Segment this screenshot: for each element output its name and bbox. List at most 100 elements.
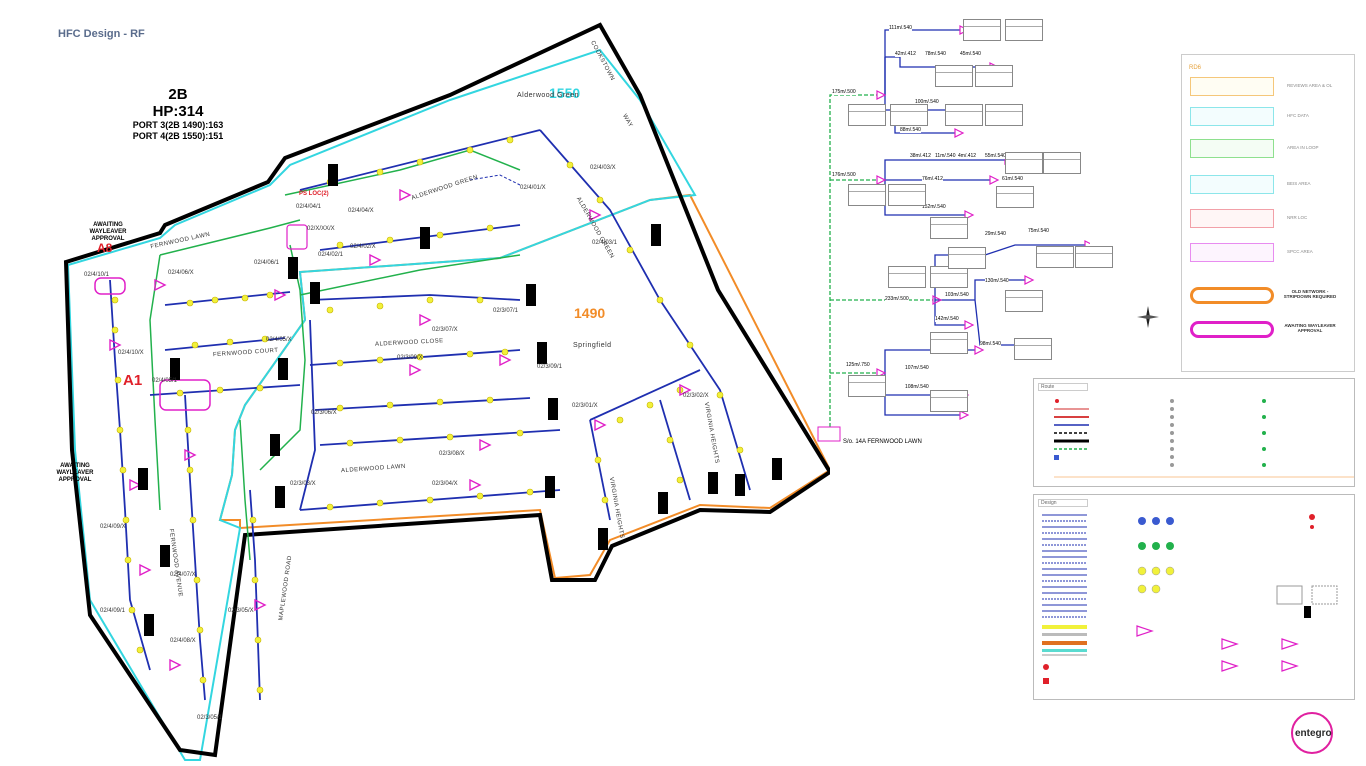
design-legend-symbols — [1042, 514, 1338, 684]
rd-label: AREA IN LOOP — [1287, 145, 1319, 150]
node-label[interactable]: 02/3/07/1 — [493, 308, 519, 314]
site-boundary — [63, 22, 830, 758]
rd-swatch-red — [1190, 209, 1274, 228]
node-label[interactable]: 02/3/08/X — [439, 451, 465, 457]
rd-legend-panel: RD6 REVIEWS AREA & OL HFC DATA AREA IN L… — [1181, 54, 1355, 372]
span-label: 55m/.540 — [985, 153, 1006, 159]
headend-address: S/o. 14A FERNWOOD LAWN — [843, 439, 922, 445]
ps-pill — [286, 224, 308, 250]
node-label[interactable]: 02/4/08/X — [170, 638, 196, 644]
node-label[interactable]: 02/3/03/X — [290, 481, 316, 487]
homes-passed-summary: 2B HP:314 PORT 3(2B 1490):163 PORT 4(2B … — [108, 86, 248, 142]
span-label: 111m/.540 — [889, 25, 912, 31]
node-label[interactable]: 02/4/04/X — [348, 208, 374, 214]
entegro-logo: entegro — [1291, 712, 1333, 754]
route-legend-title: Route — [1038, 383, 1088, 391]
node-label[interactable]: 02/4/06/1 — [254, 260, 280, 266]
span-label: 29m/.540 — [985, 231, 1006, 237]
node-table — [963, 19, 1001, 41]
area-a1: A1 — [123, 372, 143, 389]
node-table — [935, 65, 973, 87]
rd-label: BEIS AREA — [1287, 181, 1311, 186]
node-label[interactable]: 02/4/02/X — [350, 244, 376, 250]
span-label: 125m/.750 — [846, 362, 870, 368]
span-label: 75m/.540 — [1028, 228, 1049, 234]
schematic-branches — [884, 29, 1085, 416]
await-top-line3: APPROVAL — [91, 236, 125, 242]
node-label[interactable]: 02/4/06/X — [168, 270, 194, 276]
compass-icon — [1137, 306, 1159, 328]
node-label[interactable]: 02/3/06/X — [311, 410, 337, 416]
rd-label: HFC DATA — [1287, 113, 1309, 118]
homes-passed: HP:314 — [152, 103, 204, 120]
node-table — [996, 186, 1034, 208]
rd-swatch-orange — [1190, 77, 1274, 96]
span-label: 107m/.540 — [905, 365, 929, 371]
await-left-line3: APPROVAL — [58, 477, 92, 483]
rd-swatch-magenta — [1190, 243, 1274, 262]
node-label[interactable]: 02/4/05/1 — [152, 378, 178, 384]
dashed-cable — [469, 174, 521, 186]
node-table — [1036, 246, 1074, 268]
rd-label: NRR LOC — [1287, 215, 1308, 220]
node-table — [888, 266, 926, 288]
boundary-1550 — [66, 48, 697, 761]
node-table — [848, 375, 886, 397]
node-label[interactable]: 02/4/03/X — [590, 165, 616, 171]
awaiting-swatch — [1190, 321, 1274, 338]
span-label: 11m/.540 — [935, 153, 956, 159]
span-label: 233m/.500 — [885, 296, 909, 302]
page-title: HFC Design - RF — [58, 28, 145, 40]
label-alderwood-green: Alderwood Green — [517, 92, 579, 99]
rd-swatch-green — [1190, 139, 1274, 158]
node-label[interactable]: 02/3/01/X — [572, 403, 598, 409]
hub-blocks — [138, 164, 782, 636]
port-3-label: PORT 3(2B 1490):163 — [132, 120, 224, 130]
node-label[interactable]: 02/4/07/X — [170, 572, 196, 578]
boundary-1490 — [218, 193, 830, 580]
node-label[interactable]: 02/3/09/X — [397, 355, 423, 361]
a8-pill — [94, 277, 126, 295]
area-a8: A8 — [97, 241, 113, 255]
node-label[interactable]: 02/4/10/X — [118, 350, 144, 356]
node-label[interactable]: 02/4/04/1 — [296, 204, 322, 210]
area-1490: 1490 — [574, 305, 606, 321]
node-table — [888, 184, 926, 206]
await-top-line2: WAYLEAVER — [89, 229, 127, 235]
headend-box — [817, 426, 841, 442]
awaiting-label: AWAITING WAYLEAVER APPROVAL — [1284, 323, 1336, 333]
a1-pill — [159, 379, 211, 411]
node-label[interactable]: 02/X/XX/X — [307, 226, 335, 232]
node-label[interactable]: 02/4/09/X — [100, 524, 126, 530]
network-map[interactable] — [0, 0, 830, 766]
node-label[interactable]: 02/4/09/1 — [100, 608, 126, 614]
node-label[interactable]: 02/4/10/1 — [84, 272, 110, 278]
node-table — [945, 104, 983, 126]
span-label: 42m/.412 — [895, 51, 916, 57]
node-table — [948, 247, 986, 269]
await-top-line1: AWAITING — [93, 222, 123, 228]
await-left-line1: AWAITING — [60, 463, 90, 469]
node-label[interactable]: 02/3/04/X — [432, 481, 458, 487]
node-label[interactable]: 02/4/05/X — [266, 337, 292, 343]
span-label: 130m/.540 — [985, 278, 1009, 284]
node-label[interactable]: 02/3/09/1 — [537, 364, 563, 370]
node-label[interactable]: 02/4/03/1 — [592, 240, 618, 246]
label-springfield: Springfield — [573, 342, 612, 349]
node-label[interactable]: 02/3/05/1 — [197, 715, 223, 721]
node-table — [975, 65, 1013, 87]
node-table — [1005, 152, 1043, 174]
blue-routes — [109, 129, 751, 701]
span-label: 76m/.412 — [922, 176, 943, 182]
node-label[interactable]: 02/4/01/X — [520, 185, 546, 191]
node-label[interactable]: 02/4/02/1 — [318, 252, 344, 258]
node-table — [1075, 246, 1113, 268]
node-label[interactable]: 02/3/07/X — [432, 327, 458, 333]
port-4-label: PORT 4(2B 1550):151 — [132, 131, 224, 141]
old-network-swatch — [1190, 287, 1274, 304]
node-label[interactable]: 02/3/02/X — [683, 393, 709, 399]
await-left-line2: WAYLEAVER — [56, 470, 94, 476]
ps-location[interactable]: PS LOC(2) — [299, 191, 329, 197]
node-table — [1005, 19, 1043, 41]
node-label[interactable]: 02/3/05/X — [228, 608, 254, 614]
